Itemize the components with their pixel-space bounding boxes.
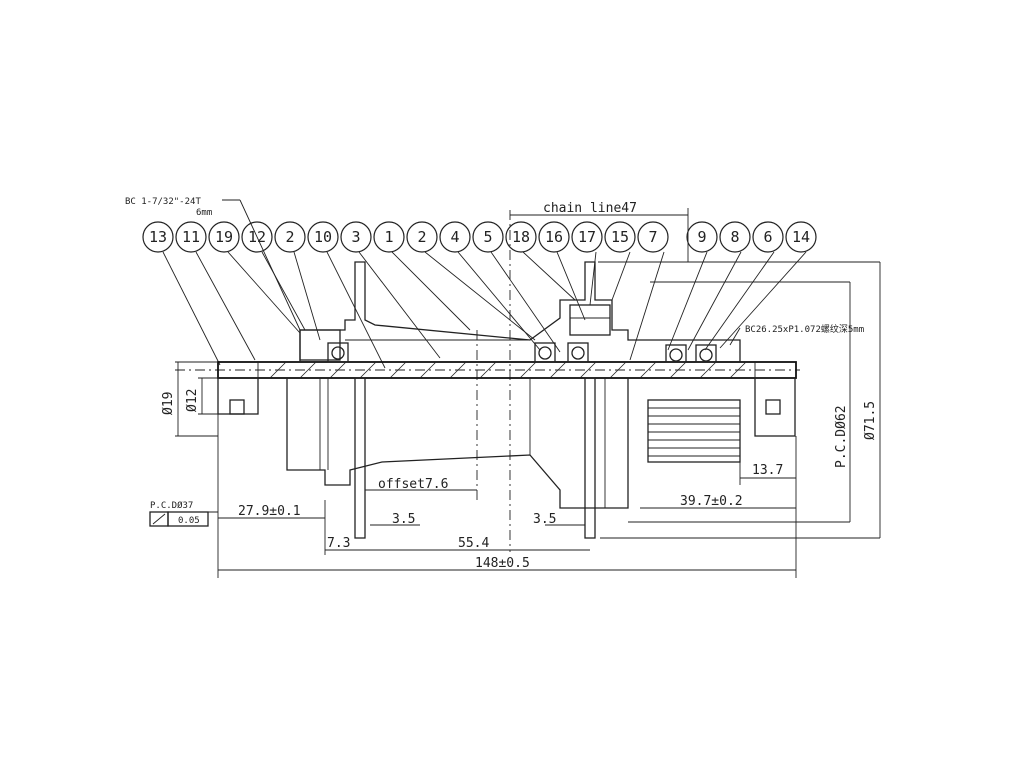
balloon-circle: [571, 221, 603, 253]
balloon-circle: [785, 221, 817, 253]
balloon-circle: [307, 221, 339, 253]
part-balloon: 15: [604, 221, 636, 253]
balloon-number: 8: [730, 228, 739, 246]
part-balloon: 4: [439, 221, 471, 253]
balloon-number: 5: [483, 228, 492, 246]
part-balloon: 1: [373, 221, 405, 253]
part-balloon: 3: [340, 221, 372, 253]
chain-line-label: chain line47: [543, 201, 637, 216]
balloon-number: 19: [215, 228, 233, 246]
runout-label: 0.05: [178, 516, 200, 526]
balloon-circle: [175, 221, 207, 253]
dim-7-3-label: 7.3: [327, 536, 350, 551]
dim-3-5-left-label: 3.5: [392, 512, 415, 527]
balloon-number: 4: [450, 228, 459, 246]
dia-71-5-label: Ø71.5: [863, 401, 878, 440]
balloon-number: 7: [648, 228, 657, 246]
balloon-number: 3: [351, 228, 360, 246]
part-balloon: 19: [208, 221, 240, 253]
balloon-circle: [274, 221, 306, 253]
balloon-number: 16: [545, 228, 563, 246]
dim-55-4-label: 55.4: [458, 536, 489, 551]
part-balloon: 17: [571, 221, 603, 253]
thread-right-label: BC26.25xP1.072螺纹深5mm: [745, 323, 864, 335]
part-balloon: 8: [719, 221, 751, 253]
balloon-circle: [752, 221, 784, 253]
drawing-labels: BC 1-7/32"-24T 6mm chain line47 BC26.25x…: [125, 197, 878, 571]
part-balloon: 13: [142, 221, 174, 253]
balloon-number: 11: [182, 228, 200, 246]
dim-39-7-label: 39.7±0.2: [680, 494, 743, 509]
part-balloon: 14: [785, 221, 817, 253]
dim-148-label: 148±0.5: [475, 556, 530, 571]
part-balloon: 18: [505, 221, 537, 253]
balloon-circle: [686, 221, 718, 253]
balloon-number: 14: [792, 228, 810, 246]
balloon-circle: [604, 221, 636, 253]
dim-27-9-label: 27.9±0.1: [238, 504, 301, 519]
part-balloon: 7: [637, 221, 669, 253]
dia-12-label: Ø12: [185, 389, 200, 412]
balloon-number: 9: [697, 228, 706, 246]
balloon-circle: [719, 221, 751, 253]
hub-assembly: [175, 210, 880, 552]
balloon-number: 18: [512, 228, 530, 246]
thread-left-sub-label: 6mm: [196, 208, 212, 218]
part-balloon: 5: [472, 221, 504, 253]
balloon-circle: [538, 221, 570, 253]
part-balloon: 2: [406, 221, 438, 253]
pcd-62-label: P.C.DØ62: [834, 405, 849, 468]
dia-19-label: Ø19: [161, 392, 176, 415]
part-balloon: 6: [752, 221, 784, 253]
part-balloon: 16: [538, 221, 570, 253]
balloon-circle: [406, 221, 438, 253]
part-balloon: 2: [274, 221, 306, 253]
balloon-circle: [208, 221, 240, 253]
balloon-circle: [505, 221, 537, 253]
part-balloon: 11: [175, 221, 207, 253]
balloon-number: 2: [285, 228, 294, 246]
offset-label: offset7.6: [378, 477, 448, 492]
balloon-circle: [472, 221, 504, 253]
balloon-circle: [340, 221, 372, 253]
balloon-circle: [637, 221, 669, 253]
balloon-circle: [373, 221, 405, 253]
balloon-circle: [142, 221, 174, 253]
balloon-number: 17: [578, 228, 596, 246]
leader-lines: [162, 251, 807, 369]
balloon-number: 13: [149, 228, 167, 246]
part-balloon: 9: [686, 221, 718, 253]
balloon-number: 15: [611, 228, 629, 246]
balloon-number: 1: [384, 228, 393, 246]
balloon-number: 10: [314, 228, 332, 246]
part-balloon: 10: [307, 221, 339, 253]
pcd-37-label: P.C.DØ37: [150, 500, 193, 511]
balloon-number: 6: [763, 228, 772, 246]
balloon-circle: [439, 221, 471, 253]
balloon-number: 2: [417, 228, 426, 246]
dim-3-5-right-label: 3.5: [533, 512, 556, 527]
dimension-lines: [149, 199, 881, 578]
dim-13-7-label: 13.7: [752, 463, 783, 478]
thread-left-label: BC 1-7/32"-24T: [125, 197, 201, 207]
